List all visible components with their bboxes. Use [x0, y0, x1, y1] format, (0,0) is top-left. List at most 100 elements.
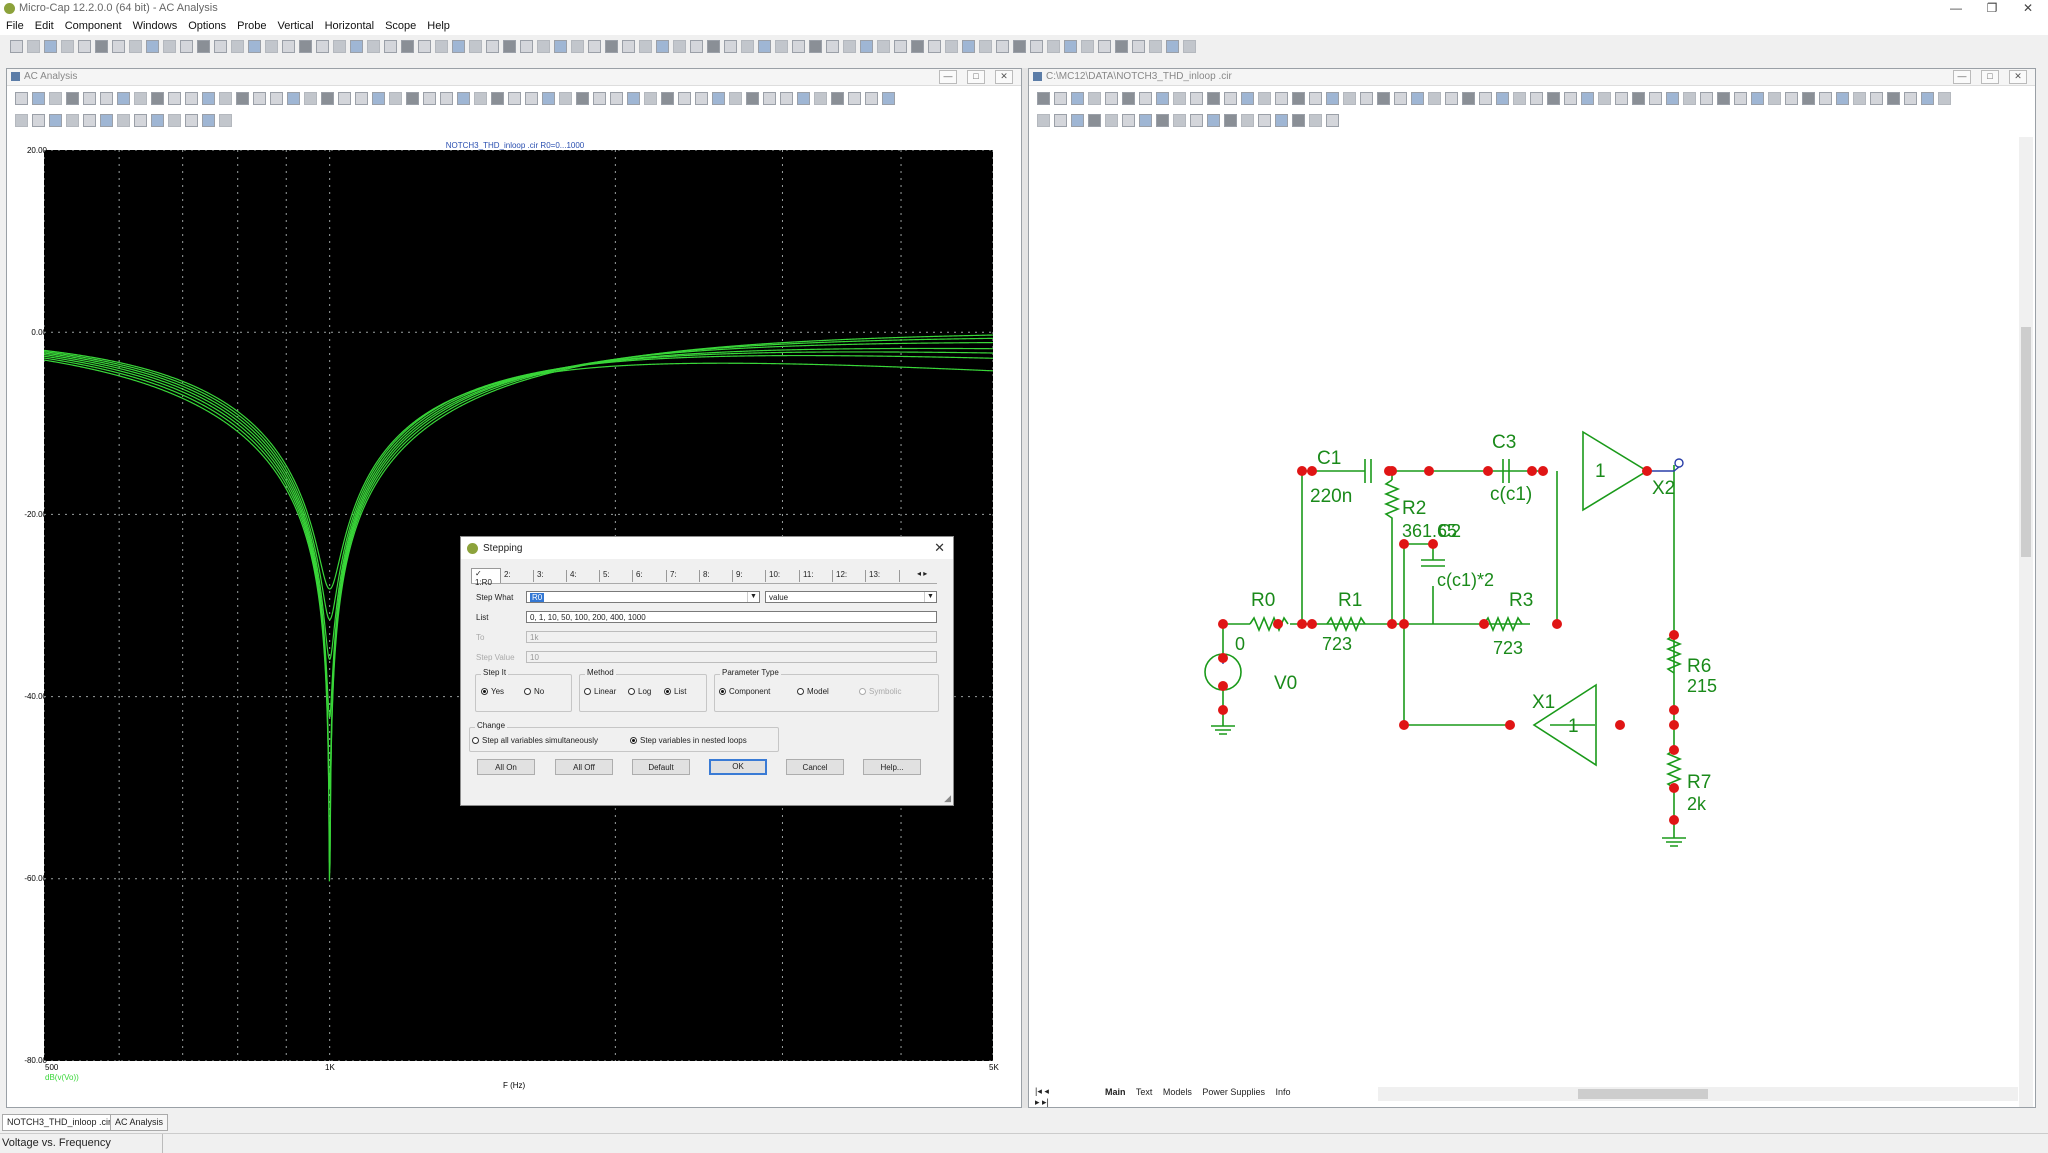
toolbar-tool-icon[interactable]: [253, 92, 266, 105]
toolbar-tool-icon[interactable]: [1853, 92, 1866, 105]
toolbar-tool-icon[interactable]: [1258, 114, 1271, 127]
schematic-horizontal-scrollbar[interactable]: [1378, 1087, 2018, 1101]
schematic-window[interactable]: C:\MC12\DATA\NOTCH3_THD_inloop .cir — □ …: [1028, 68, 2036, 1108]
tab-step-6[interactable]: 6:: [633, 570, 667, 582]
toolbar-tool-icon[interactable]: [1870, 92, 1883, 105]
toolbar-tool-icon[interactable]: [440, 92, 453, 105]
toolbar-tool-icon[interactable]: [146, 40, 159, 53]
toolbar-tool-icon[interactable]: [66, 114, 79, 127]
toolbar-tool-icon[interactable]: [588, 40, 601, 53]
schematic-close-button[interactable]: ✕: [2009, 70, 2027, 84]
tab-step-5[interactable]: 5:: [600, 570, 633, 582]
toolbar-tool-icon[interactable]: [1122, 114, 1135, 127]
toolbar-tool-icon[interactable]: [826, 40, 839, 53]
toolbar-tool-icon[interactable]: [1615, 92, 1628, 105]
toolbar-tool-icon[interactable]: [1139, 92, 1152, 105]
toolbar-tool-icon[interactable]: [129, 40, 142, 53]
minimize-button[interactable]: —: [1950, 1, 1962, 15]
toolbar-tool-icon[interactable]: [389, 92, 402, 105]
toolbar-tool-icon[interactable]: [1241, 114, 1254, 127]
tab-step-8[interactable]: 8:: [700, 570, 733, 582]
toolbar-tool-icon[interactable]: [1047, 40, 1060, 53]
toolbar-tool-icon[interactable]: [100, 114, 113, 127]
toolbar-tool-icon[interactable]: [695, 92, 708, 105]
toolbar-tool-icon[interactable]: [712, 92, 725, 105]
toolbar-tool-icon[interactable]: [644, 92, 657, 105]
toolbar-tool-icon[interactable]: [724, 40, 737, 53]
toolbar-tool-icon[interactable]: [134, 92, 147, 105]
toolbar-tool-icon[interactable]: [962, 40, 975, 53]
toolbar-tool-icon[interactable]: [1139, 114, 1152, 127]
toolbar-tool-icon[interactable]: [214, 40, 227, 53]
toolbar-tool-icon[interactable]: [1700, 92, 1713, 105]
panel-minimize-button[interactable]: —: [939, 70, 957, 84]
tab-step-10[interactable]: 10:: [766, 570, 800, 582]
toolbar-tool-icon[interactable]: [1734, 92, 1747, 105]
toolbar-tool-icon[interactable]: [151, 92, 164, 105]
toolbar-tool-icon[interactable]: [1030, 40, 1043, 53]
tab-info[interactable]: Info: [1275, 1087, 1291, 1097]
toolbar-tool-icon[interactable]: [219, 114, 232, 127]
toolbar-tool-icon[interactable]: [809, 40, 822, 53]
method-log-radio[interactable]: Log: [628, 687, 651, 696]
toolbar-tool-icon[interactable]: [486, 40, 499, 53]
toolbar-tool-icon[interactable]: [911, 40, 924, 53]
toolbar-tool-icon[interactable]: [1802, 92, 1815, 105]
toolbar-tool-icon[interactable]: [1394, 92, 1407, 105]
toolbar-tool-icon[interactable]: [1088, 114, 1101, 127]
toolbar-tool-icon[interactable]: [168, 92, 181, 105]
param-component-radio[interactable]: Component: [719, 687, 770, 696]
step-what-select[interactable]: R0 ▼: [526, 591, 760, 603]
toolbar-tool-icon[interactable]: [559, 92, 572, 105]
toolbar-tool-icon[interactable]: [1921, 92, 1934, 105]
toolbar-tool-icon[interactable]: [928, 40, 941, 53]
toolbar-tool-icon[interactable]: [1938, 92, 1951, 105]
toolbar-tool-icon[interactable]: [117, 92, 130, 105]
toolbar-tool-icon[interactable]: [163, 40, 176, 53]
toolbar-tool-icon[interactable]: [763, 92, 776, 105]
help-button[interactable]: Help...: [863, 759, 921, 775]
toolbar-tool-icon[interactable]: [1149, 40, 1162, 53]
toolbar-tool-icon[interactable]: [1598, 92, 1611, 105]
change-simultaneous-radio[interactable]: Step all variables simultaneously: [472, 736, 598, 745]
param-symbolic-radio[interactable]: Symbolic: [859, 687, 901, 696]
toolbar-tool-icon[interactable]: [673, 40, 686, 53]
toolbar-tool-icon[interactable]: [321, 92, 334, 105]
menu-horizontal[interactable]: Horizontal: [324, 20, 375, 32]
toolbar-tool-icon[interactable]: [520, 40, 533, 53]
close-button[interactable]: ✕: [2022, 1, 2034, 15]
toolbar-tool-icon[interactable]: [1224, 114, 1237, 127]
menu-component[interactable]: Component: [64, 20, 122, 32]
toolbar-tool-icon[interactable]: [979, 40, 992, 53]
toolbar-tool-icon[interactable]: [1445, 92, 1458, 105]
toolbar-tool-icon[interactable]: [44, 40, 57, 53]
toolbar-tool-icon[interactable]: [350, 40, 363, 53]
toolbar-tool-icon[interactable]: [452, 40, 465, 53]
toolbar-tool-icon[interactable]: [1081, 40, 1094, 53]
toolbar-tool-icon[interactable]: [1071, 114, 1084, 127]
menu-vertical[interactable]: Vertical: [277, 20, 314, 32]
toolbar-tool-icon[interactable]: [1768, 92, 1781, 105]
toolbar-tool-icon[interactable]: [282, 40, 295, 53]
toolbar-tool-icon[interactable]: [1122, 92, 1135, 105]
toolbar-tool-icon[interactable]: [1037, 114, 1050, 127]
toolbar-tool-icon[interactable]: [287, 92, 300, 105]
toolbar-tool-icon[interactable]: [83, 114, 96, 127]
dialog-close-icon[interactable]: ✕: [934, 540, 945, 555]
toolbar-tool-icon[interactable]: [151, 114, 164, 127]
toolbar-tool-icon[interactable]: [1115, 40, 1128, 53]
toolbar-tool-icon[interactable]: [202, 114, 215, 127]
toolbar-tool-icon[interactable]: [1166, 40, 1179, 53]
toolbar-tool-icon[interactable]: [384, 40, 397, 53]
toolbar-tool-icon[interactable]: [185, 92, 198, 105]
toolbar-tool-icon[interactable]: [690, 40, 703, 53]
toolbar-tool-icon[interactable]: [100, 92, 113, 105]
change-nested-radio[interactable]: Step variables in nested loops: [630, 736, 747, 745]
toolbar-tool-icon[interactable]: [775, 40, 788, 53]
toolbar-tool-icon[interactable]: [554, 40, 567, 53]
to-input[interactable]: 1k: [526, 631, 937, 643]
toolbar-tool-icon[interactable]: [1064, 40, 1077, 53]
toolbar-tool-icon[interactable]: [1292, 114, 1305, 127]
toolbar-tool-icon[interactable]: [1411, 92, 1424, 105]
tab-step-1[interactable]: ✓ 1:R0: [471, 568, 501, 587]
